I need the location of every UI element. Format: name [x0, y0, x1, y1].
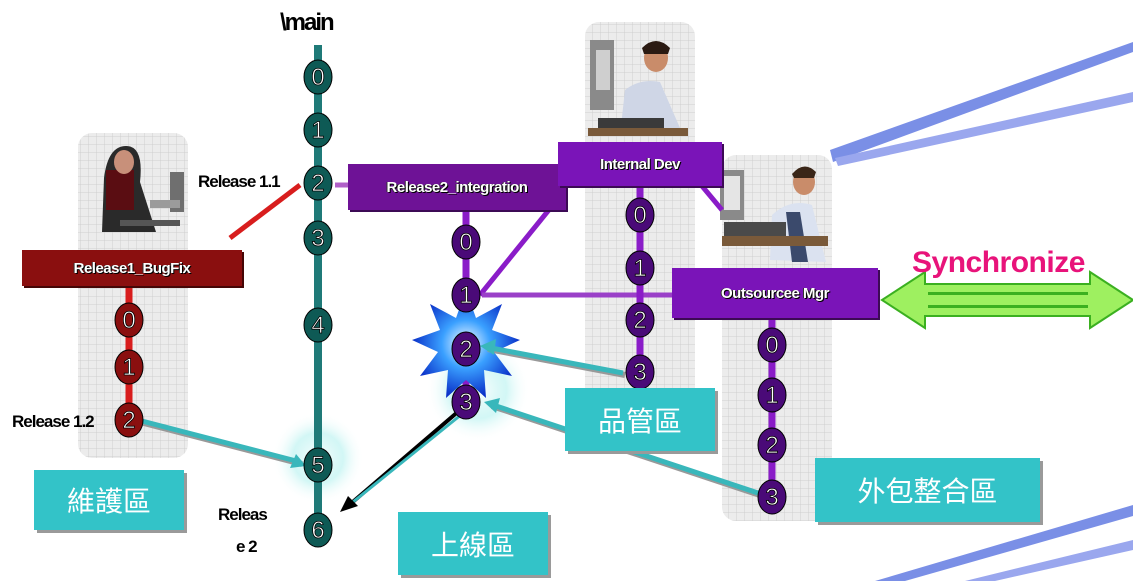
trunk-commit-6: 6 — [303, 512, 333, 548]
qa-zone-box: 品管區 — [565, 388, 715, 451]
decorative-stripes — [830, 42, 1133, 581]
internal-dev-commit-label: 0 — [633, 202, 646, 229]
integration-commit-2: 2 — [451, 331, 481, 367]
man-at-computer-illustration-right — [720, 166, 828, 262]
synchronize-label: Synchronize — [912, 246, 1085, 279]
bugfix-commit-0: 0 — [114, 302, 144, 338]
integration-commit-1: 1 — [451, 277, 481, 313]
trunk-commit-0: 0 — [303, 59, 333, 95]
integration-branch-banner: Release2_integration — [348, 164, 566, 210]
trunk-commit-label: 4 — [311, 312, 324, 339]
production-zone-box: 上線區 — [398, 512, 548, 575]
outsource-commit-2: 2 — [757, 427, 787, 463]
bugfix-commit-2: 2 — [114, 402, 144, 438]
integration-commit-0: 0 — [451, 224, 481, 260]
trunk-commit-5: 5 — [303, 447, 333, 483]
maintenance-zone-box: 維護區 — [34, 470, 184, 530]
main-branch-label: \main — [280, 9, 335, 36]
bugfix-commit-label: 2 — [122, 407, 135, 434]
release-1-2-label: Release 1.2 — [12, 412, 95, 431]
outsource-commit-label: 0 — [765, 332, 778, 359]
trunk-commit-label: 5 — [311, 452, 324, 479]
release-1-1-label: Release 1.1 — [198, 172, 281, 191]
internal-dev-branch-banner: Internal Dev — [558, 142, 722, 186]
integration-commit-label: 2 — [459, 336, 472, 363]
bugfix-commit-1: 1 — [114, 349, 144, 385]
synchronize-arrow — [880, 270, 1133, 330]
outsource-commit-0: 0 — [757, 327, 787, 363]
integration-commit-label: 0 — [459, 229, 472, 256]
outsource-commit-label: 1 — [765, 382, 778, 409]
trunk-commit-4: 4 — [303, 307, 333, 343]
release-2-label-line1: Releas — [218, 505, 268, 524]
outsource-commit-3: 3 — [757, 479, 787, 515]
trunk-commit-label: 0 — [311, 64, 324, 91]
internal-dev-commit-0: 0 — [625, 197, 655, 233]
outsource-commit-1: 1 — [757, 377, 787, 413]
internal-dev-commit-3: 3 — [625, 354, 655, 390]
bugfix-commit-label: 0 — [122, 307, 135, 334]
woman-at-computer-illustration — [102, 146, 184, 232]
outsource-commit-label: 3 — [765, 484, 778, 511]
internal-dev-commit-label: 3 — [633, 359, 646, 386]
integration-commit-label: 1 — [459, 282, 472, 309]
outsourcing-zone-box: 外包整合區 — [815, 458, 1040, 522]
trunk-commit-2: 2 — [303, 165, 333, 201]
bugfix-commit-label: 1 — [122, 354, 135, 381]
integration-commit-3: 3 — [451, 384, 481, 420]
trunk-commit-3: 3 — [303, 220, 333, 256]
trunk-commit-label: 3 — [311, 225, 324, 252]
outsource-commit-label: 2 — [765, 432, 778, 459]
internal-dev-commit-1: 1 — [625, 250, 655, 286]
trunk-commit-label: 1 — [311, 117, 324, 144]
release-2-label-line2: e 2 — [236, 537, 258, 556]
man-at-computer-illustration-top — [588, 40, 688, 136]
internal-dev-commit-label: 2 — [633, 307, 646, 334]
trunk-commit-label: 2 — [311, 170, 324, 197]
bugfix-branch-banner: Release1_BugFix — [22, 250, 242, 286]
integration-commit-label: 3 — [459, 389, 472, 416]
outsource-branch-banner: Outsourcee Mgr — [672, 268, 878, 318]
internal-dev-commit-2: 2 — [625, 302, 655, 338]
trunk-commit-1: 1 — [303, 112, 333, 148]
trunk-commit-label: 6 — [311, 517, 324, 544]
internal-dev-commit-label: 1 — [633, 255, 646, 282]
